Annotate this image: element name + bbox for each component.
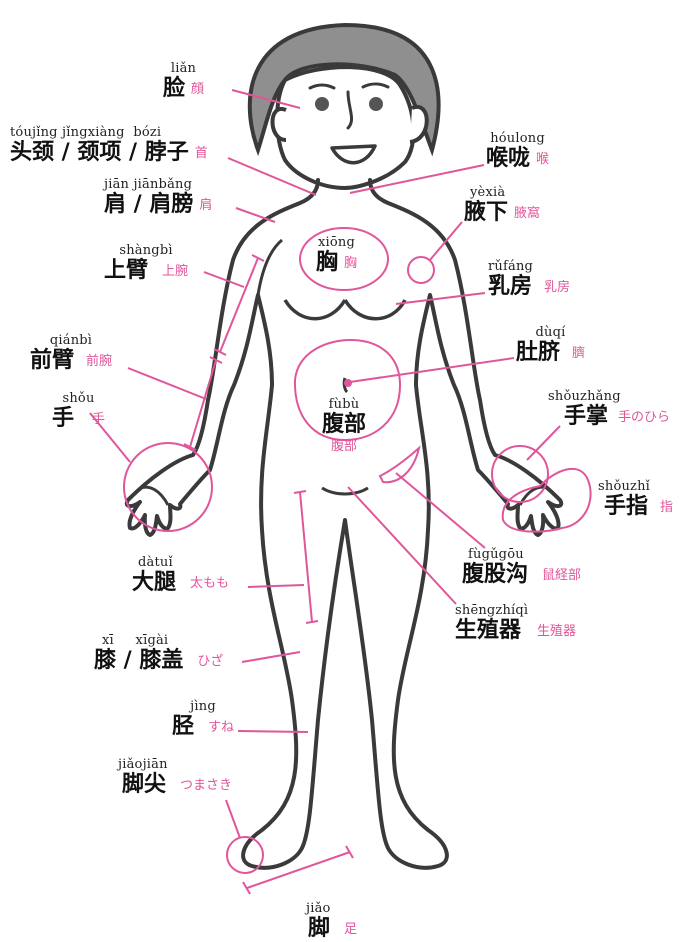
label-navel: dùqí 肚脐臍: [516, 326, 585, 364]
upper-arm-pinyin: shàngbì: [104, 244, 188, 257]
navel-chinese: 肚脐: [516, 340, 560, 365]
finger-japanese: 指: [660, 500, 673, 515]
crotch-line: [322, 488, 368, 494]
label-thigh: dàtuǐ 大腿太もも: [132, 556, 229, 594]
shin-japanese: すね: [208, 720, 234, 735]
thigh-pinyin: dàtuǐ: [138, 556, 229, 569]
right-ear: [410, 107, 427, 142]
label-foot: jiǎo 脚足: [306, 902, 357, 940]
hand-chinese: 手: [52, 406, 74, 431]
abdomen-japanese: 腹部: [322, 440, 366, 453]
groin-chinese: 腹股沟: [462, 562, 528, 587]
breast-japanese: 乳房: [544, 280, 570, 295]
label-finger: shǒuzhǐ 手指指: [598, 480, 673, 518]
armpit-chinese: 腋下: [464, 200, 508, 225]
face-pinyin: liǎn: [163, 62, 204, 75]
foot-chinese: 脚: [308, 916, 330, 941]
shin-chinese: 胫: [172, 714, 194, 739]
face-outline: [277, 67, 413, 188]
throat-pinyin: hóulong: [486, 132, 549, 145]
palm-chinese: 手掌: [564, 404, 608, 429]
right-eye: [369, 97, 383, 111]
thigh-japanese: 太もも: [190, 576, 229, 591]
label-breast: rǔfáng 乳房乳房: [488, 260, 570, 298]
label-face: liǎn 脸顔: [163, 62, 204, 100]
throat-chinese: 喉咙: [486, 146, 530, 171]
thigh-chinese: 大腿: [132, 570, 176, 595]
label-shin: jìng 胫すね: [172, 700, 234, 738]
left-palm-line: [140, 487, 168, 505]
breast-pinyin: rǔfáng: [488, 260, 570, 273]
label-throat: hóulong 喉咙喉: [486, 132, 549, 170]
shoulder-chinese: 肩 / 肩膀: [104, 192, 193, 217]
shoulder-japanese: 肩: [199, 198, 212, 213]
chest-pinyin: xiōng: [316, 236, 357, 249]
chest-japanese: 胸: [344, 256, 357, 271]
genitals-japanese: 生殖器: [537, 624, 576, 639]
label-abdomen: fùbù 腹部 腹部: [322, 398, 366, 453]
label-groin: fùgǔgōu 腹股沟鼠経部: [462, 548, 581, 586]
upper-arm-japanese: 上腕: [162, 264, 188, 279]
forearm-chinese: 前臂: [30, 348, 74, 373]
forearm-pinyin: qiánbì: [30, 334, 112, 347]
hand-pinyin: shǒu: [52, 392, 105, 405]
finger-pinyin: shǒuzhǐ: [598, 480, 673, 493]
palm-japanese: 手のひら: [618, 410, 670, 425]
genitals-pinyin: shēngzhíqì: [455, 604, 576, 617]
throat-japanese: 喉: [536, 152, 549, 167]
shoulder-pinyin: jiān jiānbǎng: [104, 178, 212, 191]
groin-japanese: 鼠経部: [542, 568, 581, 583]
foot-japanese: 足: [344, 922, 357, 937]
navel-pinyin: dùqí: [516, 326, 585, 339]
abdomen-chinese: 腹部: [322, 412, 366, 437]
label-toe: jiǎojiān 脚尖つまさき: [118, 758, 232, 796]
left-eye: [315, 97, 329, 111]
finger-chinese: 手指: [604, 494, 648, 519]
palm-pinyin: shǒuzhǎng: [548, 390, 670, 403]
label-chest: xiōng 胸胸: [316, 236, 357, 274]
label-palm: shǒuzhǎng 手掌手のひら: [548, 390, 670, 428]
foot-pinyin: jiǎo: [306, 902, 357, 915]
knee-chinese: 膝 / 膝盖: [94, 648, 183, 673]
label-upper-arm: shàngbì 上臂上腕: [104, 244, 188, 282]
genitals-chinese: 生殖器: [455, 618, 521, 643]
toe-pinyin: jiǎojiān: [118, 758, 232, 771]
label-hand: shǒu 手 手: [52, 392, 105, 430]
knee-japanese: ひざ: [197, 654, 223, 669]
hand-japanese: 手: [92, 412, 105, 427]
label-armpit: yèxià 腋下腋窩: [464, 186, 540, 224]
toe-japanese: つまさき: [180, 778, 232, 793]
label-shoulder: jiān jiānbǎng 肩 / 肩膀肩: [104, 178, 212, 216]
upper-arm-chinese: 上臂: [104, 258, 148, 283]
left-ear: [273, 109, 287, 140]
neck-japanese: 首: [195, 146, 208, 161]
neck-chinese: 头颈 / 颈项 / 脖子: [10, 140, 189, 165]
knee-pinyin: xī xīgài: [102, 634, 223, 647]
navel-japanese: 臍: [572, 346, 585, 361]
groin-pinyin: fùgǔgōu: [468, 548, 581, 561]
armpit-pinyin: yèxià: [470, 186, 540, 199]
breast-chinese: 乳房: [488, 274, 532, 299]
label-genitals: shēngzhíqì 生殖器 生殖器: [455, 604, 576, 642]
face-japanese: 顔: [191, 82, 204, 97]
armpit-japanese: 腋窩: [514, 206, 540, 221]
face-chinese: 脸: [163, 76, 185, 101]
left-armpit-line: [258, 240, 282, 295]
shin-pinyin: jìng: [172, 700, 234, 713]
toe-chinese: 脚尖: [122, 772, 166, 797]
abdomen-pinyin: fùbù: [322, 398, 366, 411]
label-forearm: qiánbì 前臂前腕: [30, 334, 112, 372]
chest-chinese: 胸: [316, 250, 338, 275]
neck-pinyin: tóujǐng jǐngxiàng bózi: [10, 126, 208, 139]
label-knee: xī xīgài 膝 / 膝盖ひざ: [94, 634, 223, 672]
label-neck: tóujǐng jǐngxiàng bózi 头颈 / 颈项 / 脖子首: [10, 126, 208, 164]
forearm-japanese: 前腕: [86, 354, 112, 369]
breast-lines: [285, 300, 405, 319]
